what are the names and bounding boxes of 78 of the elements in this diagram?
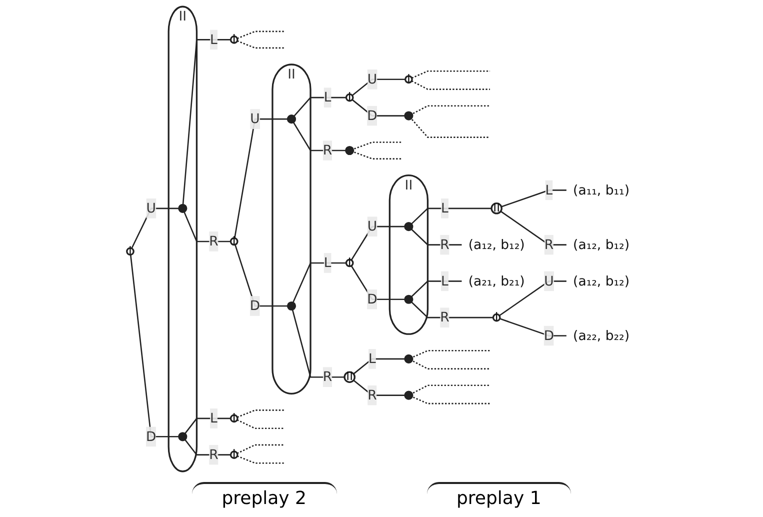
branch-line xyxy=(409,227,462,246)
branch-line xyxy=(409,208,492,226)
node-circle: I xyxy=(230,237,238,246)
edge-label: L xyxy=(368,350,376,366)
node-circle: I xyxy=(492,313,501,322)
dotted-branch-line xyxy=(409,116,490,138)
edge-label: L xyxy=(441,272,448,289)
node-circle: I xyxy=(404,75,413,84)
node-circle: II xyxy=(490,202,502,214)
dotted-branch-line xyxy=(412,70,490,79)
edge-label: U xyxy=(367,218,378,234)
edge-label: L xyxy=(210,410,218,426)
node-circle: I xyxy=(126,247,134,256)
edge-label: R xyxy=(322,368,332,385)
branch-line xyxy=(183,418,231,436)
edge-label: R xyxy=(368,387,377,403)
edge-label: R xyxy=(544,236,554,252)
node-text: (a₂₂, b₂₂) xyxy=(573,327,630,344)
edge-label: U xyxy=(146,200,156,216)
node-circle xyxy=(404,354,414,364)
preplay-label: preplay 1 xyxy=(426,482,572,509)
node-text: (a₂₁, b₂₁) xyxy=(468,272,525,289)
node-text: (a₁₁, b₁₁) xyxy=(573,182,630,198)
branch-line xyxy=(292,96,346,118)
cluster: II xyxy=(272,64,312,394)
node-circle xyxy=(286,301,296,311)
edge-label: L xyxy=(324,89,332,106)
node-text: (a₁₂, b₁₂) xyxy=(573,236,630,252)
edge-label: D xyxy=(367,291,378,307)
node-circle xyxy=(345,146,354,156)
branch-line xyxy=(500,318,566,336)
node-circle: I xyxy=(345,93,354,102)
node-circle xyxy=(286,114,296,124)
node-circle xyxy=(178,204,188,213)
edge-label: R xyxy=(209,446,218,462)
branch-line xyxy=(501,190,566,208)
node-circle xyxy=(404,222,414,232)
edge-label: L xyxy=(324,254,332,270)
node-circle: II xyxy=(344,371,356,383)
edge-label: R xyxy=(440,236,450,252)
branch-line xyxy=(500,210,566,246)
node-circle: I xyxy=(345,258,354,268)
node-circle xyxy=(178,432,188,442)
dotted-branch-line xyxy=(411,80,490,90)
edge-label: R xyxy=(322,142,332,158)
edge-label: U xyxy=(250,110,260,127)
edge-label: L xyxy=(545,182,553,198)
node-circle: I xyxy=(230,450,238,460)
edge-label: D xyxy=(146,428,156,444)
branch-line xyxy=(498,280,566,316)
edge-label: D xyxy=(544,327,554,344)
preplay-label: preplay 2 xyxy=(192,482,336,509)
dotted-branch-line xyxy=(236,444,285,454)
edge-label: L xyxy=(210,31,218,48)
dotted-branch-line xyxy=(236,455,285,464)
branch-line xyxy=(409,300,494,318)
edge-label: L xyxy=(441,200,448,216)
edge-label: D xyxy=(250,298,260,314)
node-circle xyxy=(404,111,414,120)
node-text: (a₁₂, b₁₂) xyxy=(573,272,630,289)
branch-line xyxy=(352,78,406,96)
dotted-branch-line xyxy=(236,419,285,430)
edge-label: U xyxy=(367,71,378,87)
dotted-branch-line xyxy=(236,410,285,418)
edge-label: R xyxy=(209,233,218,249)
node-circle: I xyxy=(230,414,238,423)
branch-line xyxy=(409,280,462,299)
branch-line xyxy=(182,210,231,242)
cluster: II xyxy=(388,174,429,335)
dotted-branch-line xyxy=(236,40,285,49)
node-circle xyxy=(404,294,414,304)
node-circle: I xyxy=(230,36,238,44)
node-circle xyxy=(404,390,414,400)
edge-label: R xyxy=(440,309,450,326)
edge-label: U xyxy=(544,272,554,289)
node-text: (a₁₂, b₁₂) xyxy=(468,236,525,252)
dotted-branch-line xyxy=(236,30,285,40)
edge-label: D xyxy=(367,108,378,124)
